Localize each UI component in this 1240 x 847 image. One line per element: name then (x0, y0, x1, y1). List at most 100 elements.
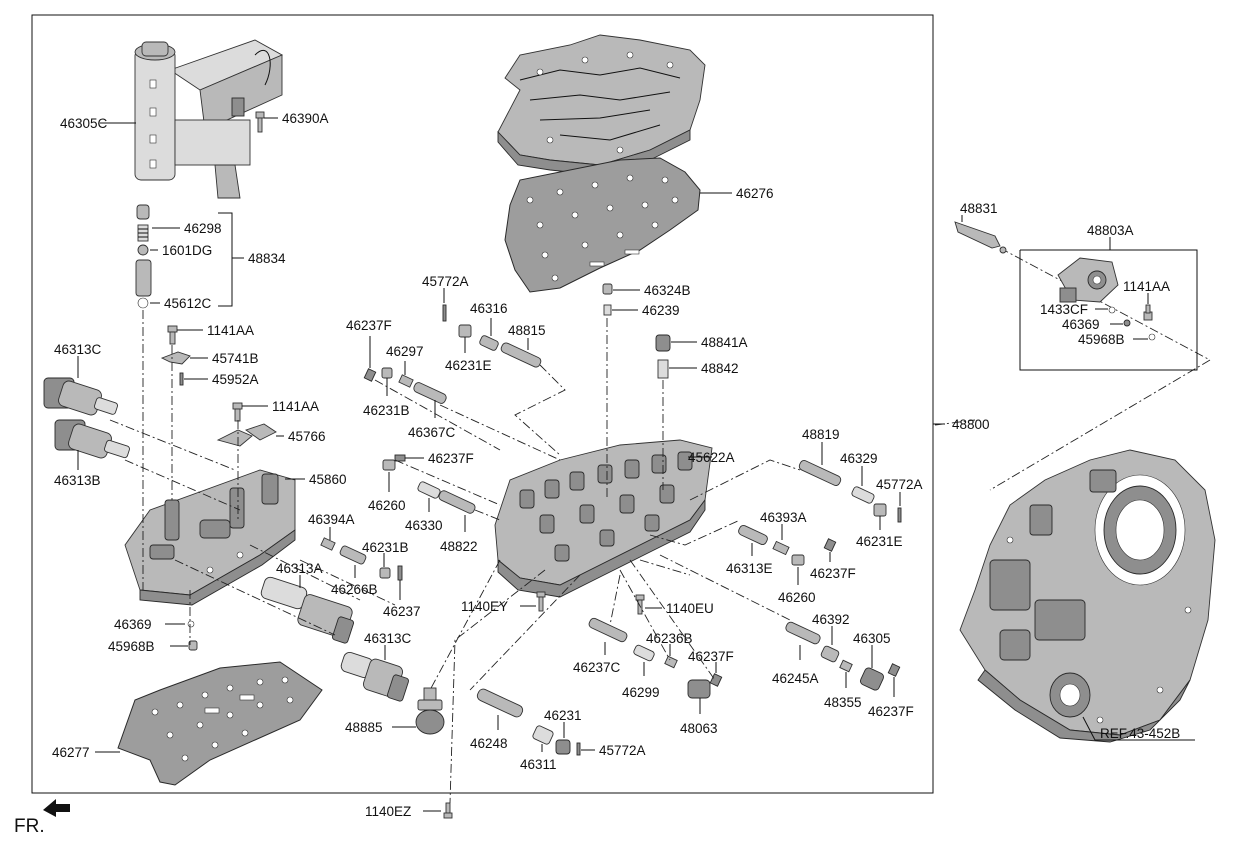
label-46316: 46316 (470, 301, 508, 316)
label-45952A: 45952A (212, 372, 259, 387)
part-46324B-plug (602, 283, 613, 295)
label-46313A: 46313A (276, 561, 323, 576)
part-48063-plug (687, 679, 711, 699)
part-48831-sensor-harness (954, 221, 1007, 254)
label-1141AA-b: 1141AA (272, 399, 319, 414)
label-46393A: 46393A (760, 510, 807, 525)
part-48842-spring (657, 359, 669, 379)
part-1140EY-bolt (536, 591, 546, 612)
label-46266B: 46266B (331, 582, 378, 597)
label-48885: 48885 (345, 720, 383, 735)
label-46237F-a: 46237F (346, 318, 392, 333)
group-box-48803A (1019, 249, 1198, 371)
label-46248: 46248 (470, 736, 508, 751)
part-46369-ring-a (187, 620, 195, 628)
part-1433CF-clip (1108, 306, 1116, 314)
part-48841A-plug (655, 334, 671, 352)
part-46316-sleeve (479, 335, 499, 351)
part-46231-plug (555, 739, 571, 755)
assembly-frame (31, 14, 934, 794)
part-48885-sensor (415, 687, 445, 735)
part-46237C-valve (588, 617, 628, 643)
part-46237-pin (397, 565, 403, 581)
label-46237F-c: 46237F (810, 566, 856, 581)
label-46231E-a: 46231E (445, 358, 492, 373)
label-46299: 46299 (622, 685, 660, 700)
part-1141AA-bolt-c (1143, 304, 1153, 321)
part-46231E-plug-b (873, 503, 887, 517)
label-46305C: 46305C (60, 116, 108, 131)
part-46237F-pin-c (823, 538, 837, 552)
label-46239: 46239 (642, 303, 680, 318)
label-ref-43-452B: REF.43-452B (1100, 726, 1180, 741)
part-1141AA-bolt-a (167, 325, 178, 345)
label-45772A-b: 45772A (876, 477, 923, 492)
label-46245A: 46245A (772, 671, 819, 686)
assembly-guide-lines (109, 239, 1211, 804)
part-46330-spring (417, 481, 441, 499)
label-45612C: 45612C (164, 296, 212, 311)
label-46394A: 46394A (308, 512, 355, 527)
transmission-case (959, 449, 1216, 743)
part-45968B-plug-b (1148, 333, 1156, 341)
label-45860: 45860 (309, 472, 347, 487)
label-1433CF: 1433CF (1040, 302, 1088, 317)
label-1141AA-a: 1141AA (207, 323, 254, 338)
part-46329-spring (851, 486, 875, 504)
part-46305C-solenoid (134, 39, 284, 199)
label-48815: 48815 (508, 323, 546, 338)
front-arrow-icon (43, 799, 70, 817)
label-46367C: 46367C (408, 425, 456, 440)
part-46394A-plug (320, 537, 336, 551)
label-46237-a: 46237 (383, 604, 421, 619)
part-46313E-valve (738, 524, 768, 546)
part-1140EZ-bolt (443, 802, 453, 819)
part-45772A-pin-a (442, 304, 447, 322)
label-46237C: 46237C (573, 660, 621, 675)
label-46324B: 46324B (644, 283, 691, 298)
label-46260-b: 46260 (778, 590, 816, 605)
label-46313C-a: 46313C (54, 342, 102, 357)
part-46260-plug-b (791, 554, 805, 566)
label-45622A: 45622A (688, 450, 735, 465)
part-46260-plug-a (382, 459, 396, 471)
part-46231B-plug-a (379, 567, 391, 579)
part-46311-spring (532, 725, 554, 745)
label-1140EY: 1140EY (461, 599, 508, 614)
part-48355-plug (839, 659, 853, 673)
label-45968B-a: 45968B (108, 639, 155, 654)
label-46231B-a: 46231B (362, 540, 409, 555)
label-48063: 48063 (680, 721, 718, 736)
part-45772A-pin-c (576, 742, 581, 756)
part-48822-valve (438, 490, 476, 514)
part-45968B-plug-a (188, 640, 198, 651)
label-48822: 48822 (440, 539, 478, 554)
label-46236B: 46236B (646, 631, 693, 646)
label-46305: 46305 (853, 631, 891, 646)
part-46313B-solenoid (54, 419, 130, 459)
label-45968B-b: 45968B (1078, 332, 1125, 347)
part-48803A-valve-assembly (1057, 257, 1119, 303)
part-46393A-plug (772, 540, 790, 556)
label-45772A-a: 45772A (422, 274, 469, 289)
part-48819-valve (798, 460, 842, 486)
part-46313C-solenoid-a (43, 377, 118, 416)
part-46313A-solenoid (260, 576, 354, 644)
part-45952A-pin (179, 372, 184, 386)
label-48819: 48819 (802, 427, 840, 442)
part-46266B-valve (339, 545, 367, 565)
label-48800: 48800 (952, 417, 990, 432)
part-45766-clips (216, 423, 277, 447)
part-45772A-pin-b (897, 507, 902, 523)
label-46313B: 46313B (54, 473, 101, 488)
label-46276: 46276 (736, 186, 774, 201)
label-48834: 48834 (248, 251, 286, 266)
label-1140EU: 1140EU (666, 601, 714, 616)
part-1141AA-bolt-b (232, 402, 243, 422)
label-46277: 46277 (52, 745, 90, 760)
label-48803A: 48803A (1087, 223, 1134, 238)
part-46392-sleeve (820, 645, 840, 663)
part-46305-solenoid-plug (859, 667, 885, 691)
part-46367C-valve (413, 382, 447, 404)
